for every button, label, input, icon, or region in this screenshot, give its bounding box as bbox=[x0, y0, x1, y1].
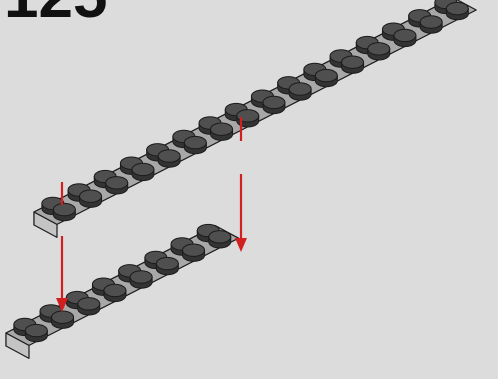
stud bbox=[368, 43, 390, 60]
stud bbox=[52, 311, 74, 328]
stud bbox=[156, 257, 178, 274]
stud bbox=[342, 56, 364, 73]
stud bbox=[80, 190, 102, 207]
stud bbox=[446, 2, 468, 19]
stud bbox=[78, 298, 100, 315]
stud-top bbox=[184, 136, 206, 148]
stud-top bbox=[53, 203, 75, 215]
stud bbox=[53, 203, 75, 220]
arrow-right bbox=[235, 174, 247, 252]
stud-top bbox=[130, 271, 152, 283]
stud-top bbox=[158, 150, 180, 162]
short-plate-2x8 bbox=[6, 224, 239, 358]
stud bbox=[104, 284, 126, 301]
stud-top bbox=[289, 83, 311, 95]
stud-top bbox=[80, 190, 102, 202]
stud-top bbox=[394, 29, 416, 41]
stud-top bbox=[52, 311, 74, 323]
stud-top bbox=[342, 56, 364, 68]
stud bbox=[184, 136, 206, 153]
stud bbox=[130, 271, 152, 288]
stud-top bbox=[263, 96, 285, 108]
stud bbox=[132, 163, 154, 180]
stud-top bbox=[132, 163, 154, 175]
arrow-left bbox=[56, 236, 68, 312]
stud-top bbox=[420, 16, 442, 28]
stud bbox=[209, 231, 231, 248]
stud bbox=[289, 83, 311, 100]
stud bbox=[263, 96, 285, 113]
long-plate-2x16 bbox=[34, 0, 476, 237]
stud bbox=[315, 69, 337, 86]
stud bbox=[106, 177, 128, 194]
stud-top bbox=[106, 177, 128, 189]
stud-top bbox=[104, 284, 126, 296]
stud-top bbox=[156, 257, 178, 269]
stud-top bbox=[183, 244, 205, 256]
stud-top bbox=[368, 43, 390, 55]
stud-top bbox=[315, 69, 337, 81]
stud bbox=[183, 244, 205, 261]
stud bbox=[394, 29, 416, 46]
stud bbox=[158, 150, 180, 167]
stud bbox=[25, 324, 47, 341]
stud-top bbox=[446, 2, 468, 14]
stud-top bbox=[209, 231, 231, 243]
stud-top bbox=[25, 324, 47, 336]
arrow-head bbox=[235, 238, 247, 252]
stud-top bbox=[78, 298, 100, 310]
stud-top bbox=[211, 123, 233, 135]
stud bbox=[211, 123, 233, 140]
stud bbox=[420, 16, 442, 33]
